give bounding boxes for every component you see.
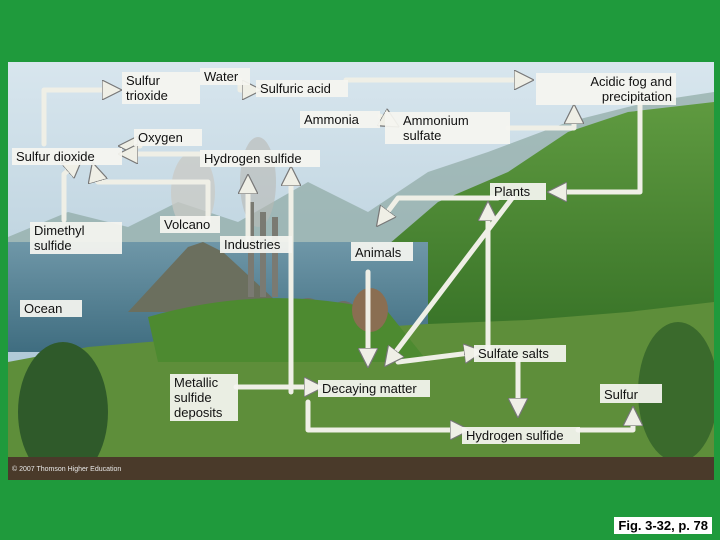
arrow-volcano-to-so2 bbox=[94, 168, 211, 225]
label-plants: Plants bbox=[490, 183, 546, 200]
tree-right bbox=[638, 322, 714, 462]
label-decaying-matter: Decaying matter bbox=[318, 380, 430, 397]
smokestack-2 bbox=[260, 212, 266, 297]
volcano-smoke bbox=[171, 152, 215, 232]
label-sulfuric-acid: Sulfuric acid bbox=[256, 80, 348, 97]
label-industries: Industries bbox=[220, 236, 292, 253]
arrow-plants-to-decaying bbox=[388, 194, 516, 362]
soil bbox=[8, 457, 714, 480]
arrow-decay-to-sulfate bbox=[395, 352, 478, 365]
tree-left bbox=[18, 342, 108, 480]
label-oxygen: Oxygen bbox=[134, 129, 202, 146]
arrow-ammonium-to-fog bbox=[505, 110, 574, 131]
label-animals: Animals bbox=[351, 242, 413, 261]
label-volcano: Volcano bbox=[160, 216, 220, 233]
arrow-h2s-bottom-to-sulfur bbox=[575, 412, 633, 433]
label-ammonium-sulfate: Ammonium sulfate bbox=[385, 112, 510, 144]
label-ammonia: Ammonia bbox=[300, 111, 380, 128]
label-sulfate-salts: Sulfate salts bbox=[474, 345, 566, 362]
label-ocean: Ocean bbox=[20, 300, 82, 317]
arrow-plants-to-animals bbox=[380, 195, 501, 222]
figure-caption: Fig. 3-32, p. 78 bbox=[614, 517, 712, 534]
arrow-so2-to-so3 bbox=[41, 90, 116, 147]
label-acidic-fog: Acidic fog and precipitation bbox=[536, 73, 676, 105]
smokestack-3 bbox=[272, 217, 278, 297]
copyright-credit: © 2007 Thomson Higher Education bbox=[12, 466, 122, 473]
label-hydrogen-sulfide-top: Hydrogen sulfide bbox=[200, 150, 320, 167]
label-hydrogen-sulfide-bottom: Hydrogen sulfide bbox=[462, 427, 580, 444]
label-sulfur: Sulfur bbox=[600, 384, 662, 403]
label-water: Water bbox=[200, 68, 250, 85]
label-sulfur-dioxide: Sulfur dioxide bbox=[12, 148, 122, 165]
arrow-dimethyl-to-so2 bbox=[64, 162, 78, 223]
label-sulfur-trioxide: Sulfur trioxide bbox=[122, 72, 200, 104]
arrow-decay-to-h2s-bottom bbox=[305, 399, 464, 430]
label-metallic-sulfide-deposits: Metallic sulfide deposits bbox=[170, 374, 238, 421]
label-dimethyl-sulfide: Dimethyl sulfide bbox=[30, 222, 122, 254]
arrow-fog-to-plants bbox=[553, 101, 643, 192]
